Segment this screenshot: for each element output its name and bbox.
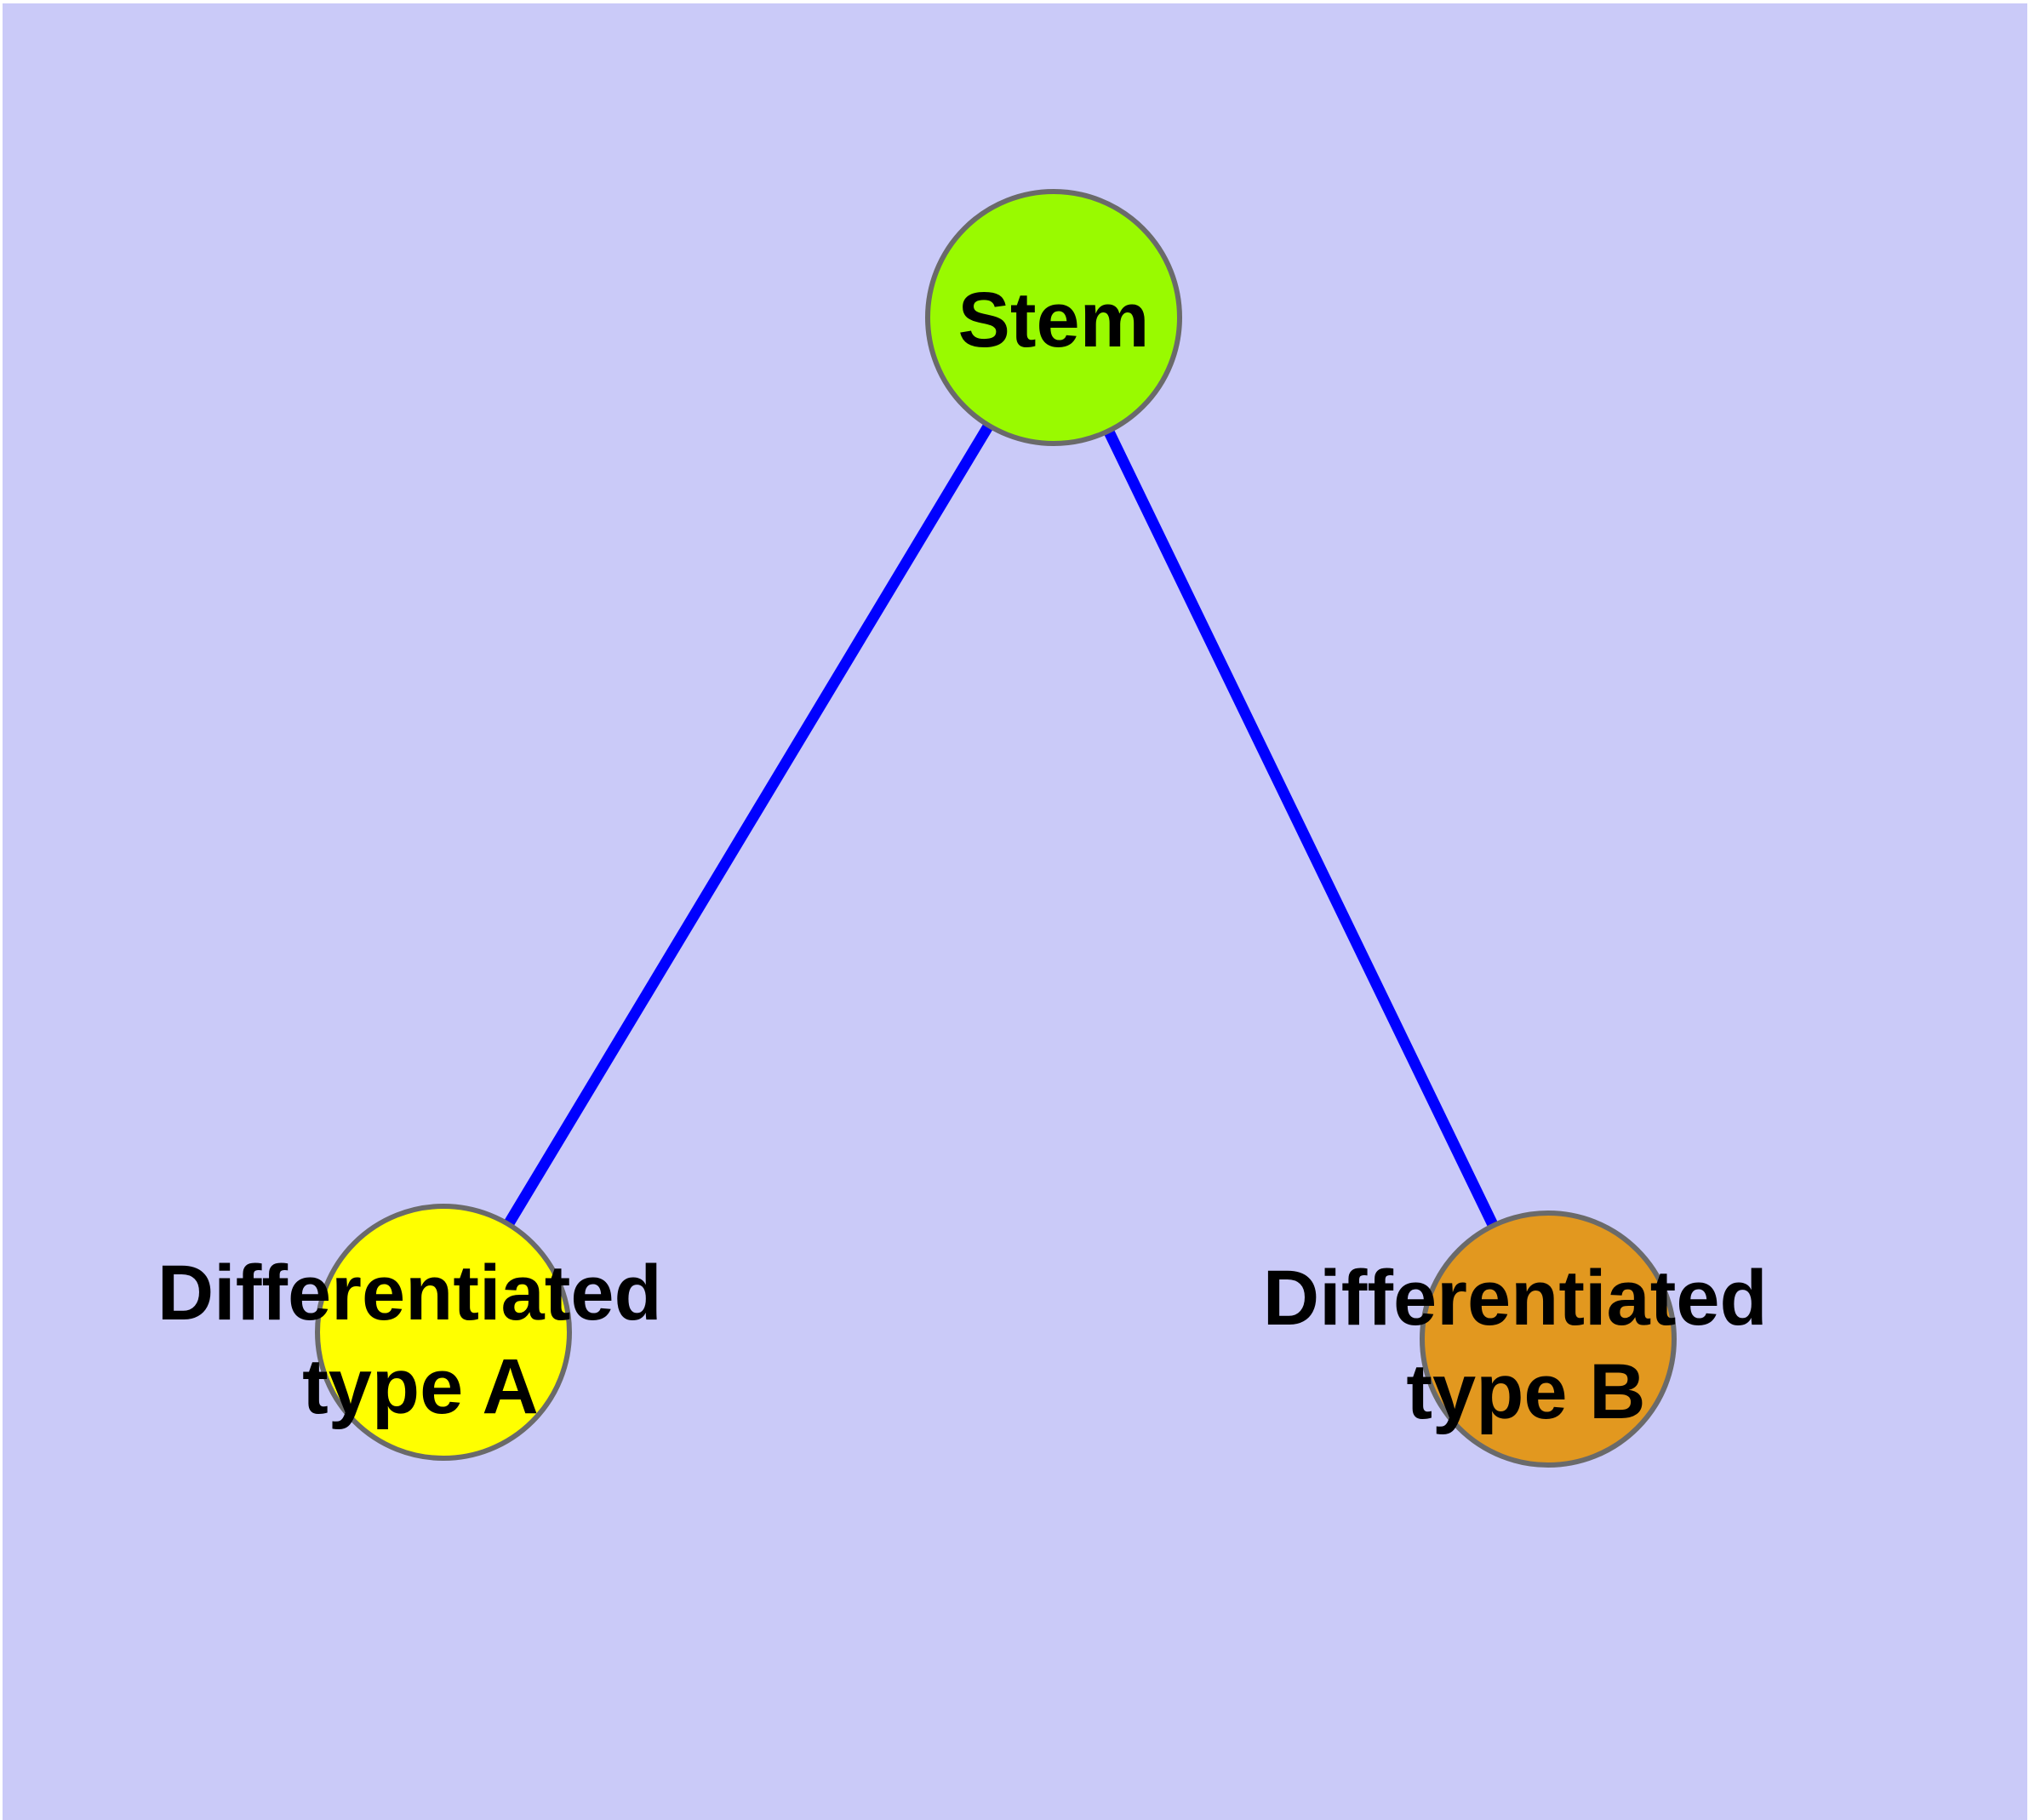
node-type-b-label-line2: type B [1406,1348,1645,1435]
edge-stem-to-type-b [1049,315,1553,1342]
node-differentiated-type-a-label: Differentiated type A [157,1250,684,1430]
node-type-a-label-line2: type A [302,1343,539,1430]
node-type-b-label-line1: Differentiated [1263,1255,1768,1342]
edge-stem-to-type-a [438,314,1059,1336]
node-type-a-label-line1: Differentiated [157,1250,662,1336]
node-stem-label-line1: Stem [958,277,1150,363]
node-differentiated-type-b [1420,1210,1677,1468]
node-stem [925,189,1182,446]
node-stem-label: Stem [958,277,1150,363]
node-differentiated-type-a [315,1204,572,1461]
node-differentiated-type-b-label: Differentiated type B [1263,1255,1790,1435]
